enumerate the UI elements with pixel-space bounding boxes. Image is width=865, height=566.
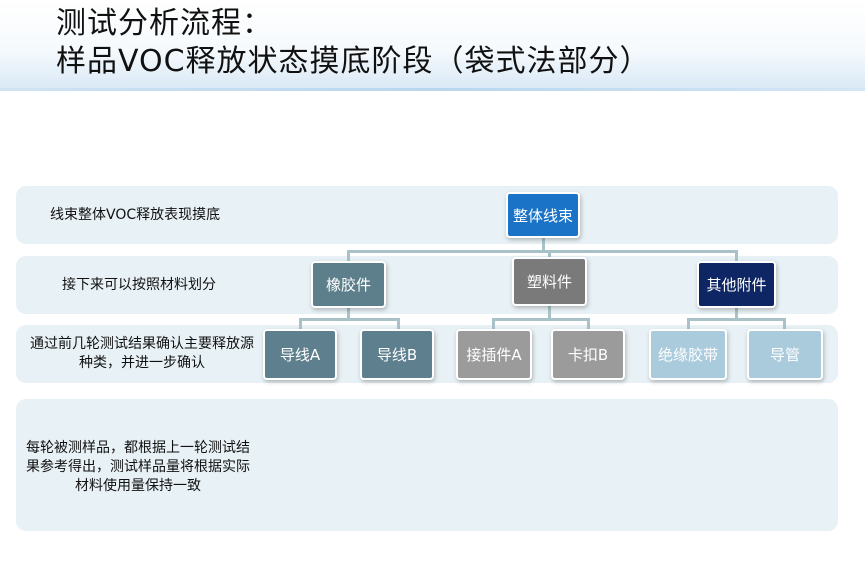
connector-plastic-bar	[492, 318, 590, 321]
connector-rubber-bar	[299, 318, 400, 321]
node-item-connector-a[interactable]: 接插件A	[456, 329, 532, 380]
page-title-line-1: 测试分析流程：	[56, 6, 273, 41]
connector-rubber-down	[347, 306, 350, 320]
node-item-clip-b[interactable]: 卡扣B	[551, 329, 625, 380]
node-item-conduit[interactable]: 导管	[747, 329, 823, 380]
node-root[interactable]: 整体线束	[506, 192, 580, 238]
connector-to-rubber	[347, 250, 350, 262]
connector-category-bar	[347, 250, 738, 253]
connector-to-plastic	[548, 250, 551, 258]
connector-wire-b	[397, 318, 400, 330]
connector-wire-a	[299, 318, 302, 330]
connector-plastic-down	[548, 304, 551, 320]
node-item-wire-b[interactable]: 导线B	[360, 329, 434, 380]
node-item-insulating-tape[interactable]: 绝缘胶带	[649, 329, 727, 380]
row-label-4: 每轮被测样品，都根据上一轮测试结果参考得出，测试样品量将根据实际材料使用量保持一…	[26, 440, 250, 494]
node-category-other[interactable]: 其他附件	[697, 261, 776, 308]
row-label-3: 通过前几轮测试结果确认主要释放源种类，并进一步确认	[30, 336, 254, 371]
connector-other-down	[735, 306, 738, 320]
title-divider	[0, 88, 865, 91]
connector-root-down	[542, 236, 545, 252]
row-label-2: 接下来可以按照材料划分	[62, 277, 216, 293]
row-label-1: 线束整体VOC释放表现摸底	[50, 207, 221, 223]
node-category-rubber[interactable]: 橡胶件	[311, 261, 386, 308]
row-band-4: 每轮被测样品，都根据上一轮测试结果参考得出，测试样品量将根据实际材料使用量保持一…	[16, 399, 838, 531]
connector-to-other	[735, 250, 738, 262]
title-band	[0, 0, 865, 90]
node-category-plastic[interactable]: 塑料件	[512, 257, 587, 306]
connector-conduit	[783, 318, 786, 330]
connector-tape	[687, 318, 690, 330]
row-band-1: 线束整体VOC释放表现摸底	[16, 186, 838, 244]
node-item-wire-a[interactable]: 导线A	[263, 329, 337, 380]
connector-other-bar	[687, 318, 786, 321]
page-title-line-2: 样品VOC释放状态摸底阶段（袋式法部分）	[56, 44, 651, 79]
connector-connector-a	[492, 318, 495, 330]
connector-clip-b	[587, 318, 590, 330]
